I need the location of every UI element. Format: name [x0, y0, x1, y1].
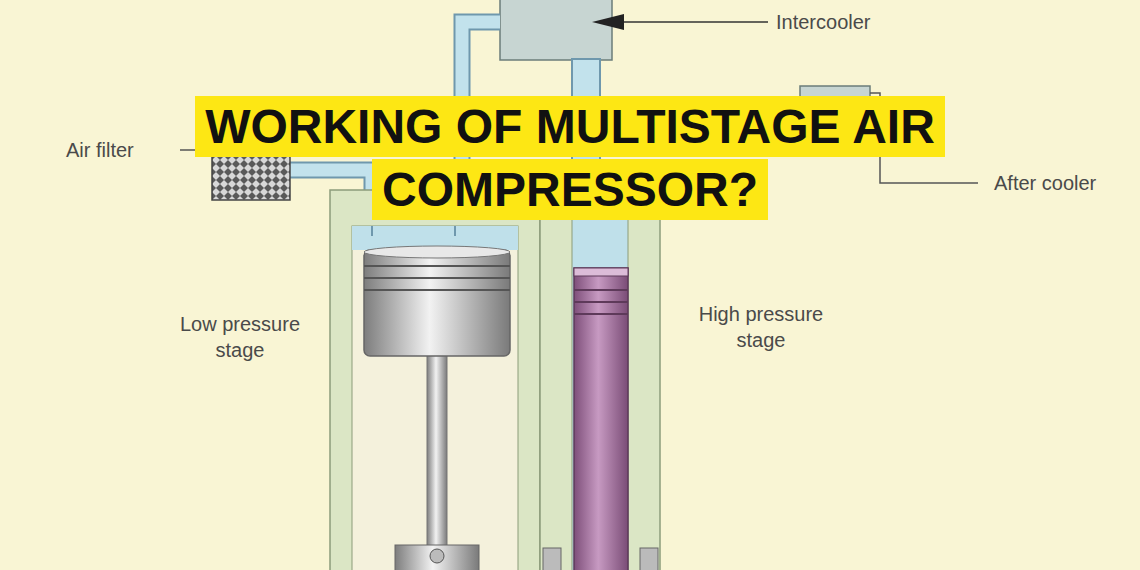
crank-pin	[430, 549, 444, 563]
leader-line	[622, 21, 768, 23]
hp-cylinder	[540, 190, 660, 570]
lp-piston	[364, 250, 510, 356]
piston-top	[574, 268, 628, 276]
lp-cylinder	[330, 190, 540, 570]
part-label: Low pressure stage	[160, 311, 320, 363]
part-label: Intercooler	[776, 9, 906, 35]
part-label: After cooler	[994, 170, 1134, 196]
part-label: High pressure stage	[676, 301, 846, 353]
title-banner: WORKING OF MULTISTAGE AIR COMPRESSOR?	[170, 95, 970, 221]
piston-rings	[574, 290, 628, 314]
piston-top	[364, 246, 510, 258]
piston-rings	[364, 266, 510, 290]
title-text: WORKING OF MULTISTAGE AIR COMPRESSOR?	[195, 96, 945, 220]
part-label: Air filter	[66, 137, 176, 163]
crank-part	[543, 548, 561, 570]
air-filter	[212, 150, 290, 200]
lp-bore	[352, 226, 518, 570]
intercooler-box	[500, 0, 612, 60]
hp-bore	[572, 190, 628, 570]
arrow-head	[592, 14, 624, 30]
crank-part	[640, 548, 658, 570]
valve	[372, 226, 455, 236]
crank	[395, 545, 479, 570]
lp-rod	[427, 350, 447, 550]
hp-piston	[574, 268, 628, 570]
